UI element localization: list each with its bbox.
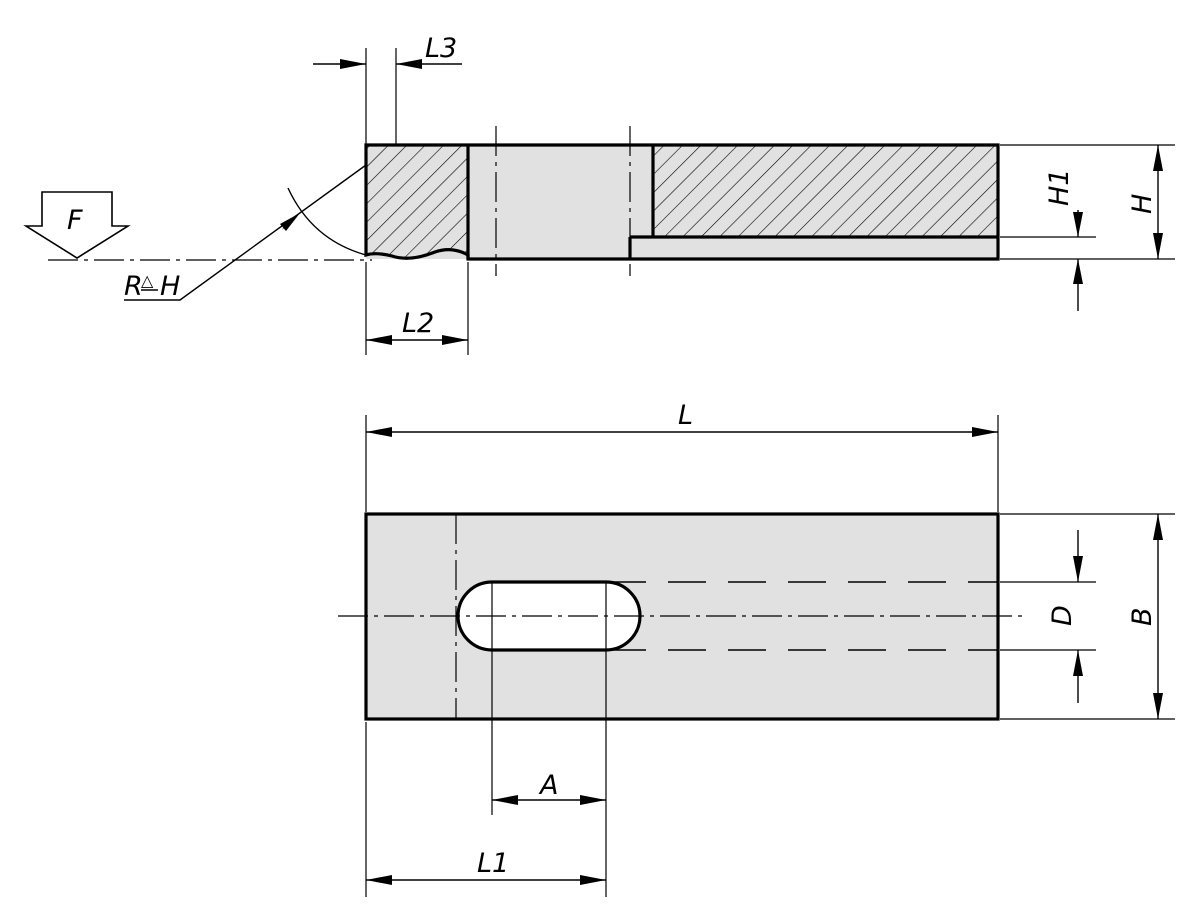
label-B: B — [1127, 607, 1158, 626]
L1-arrow-left — [366, 875, 392, 885]
side-outline — [364, 143, 1000, 261]
D-arrow-bottom — [1073, 650, 1083, 676]
label-A: A — [538, 770, 558, 801]
label-H1: H1 — [1044, 169, 1075, 206]
L-arrow-right — [972, 427, 998, 437]
label-L1: L1 — [477, 848, 509, 879]
L1-arrow-right — [580, 875, 606, 885]
B-arrow-top — [1153, 514, 1163, 540]
label-R-symbol: △ — [141, 271, 154, 290]
H-arrow-top — [1153, 145, 1163, 171]
B-arrow-bottom — [1153, 693, 1163, 719]
L3-arrow-right — [396, 59, 422, 69]
L-arrow-left — [366, 427, 392, 437]
left-hatch-section — [366, 145, 468, 259]
A-arrow-right — [580, 795, 606, 805]
L2-arrow-right — [442, 335, 468, 345]
L3-arrow-left — [340, 59, 366, 69]
L2-arrow-left — [366, 335, 392, 345]
H1-arrow-bottom — [1073, 259, 1083, 284]
A-arrow-left — [492, 795, 518, 805]
label-R-H: H — [160, 271, 180, 302]
label-D: D — [1047, 605, 1078, 626]
right-hatch-section — [653, 145, 998, 237]
radius-arrowhead — [280, 213, 300, 231]
H1-arrow-top — [1073, 212, 1083, 237]
label-F: F — [67, 205, 83, 236]
radius-leader — [124, 164, 367, 301]
label-L2: L2 — [402, 308, 434, 339]
side-section-view: F R △ H L3 L2 H1 H — [23, 33, 1175, 355]
label-R: R — [124, 271, 143, 302]
plan-view: L D B A — [338, 400, 1175, 897]
label-L3: L3 — [425, 33, 457, 64]
D-arrow-top — [1073, 556, 1083, 582]
force-arrow-icon — [23, 191, 131, 259]
H-arrow-bottom — [1153, 233, 1163, 259]
label-H: H — [1127, 194, 1158, 214]
radius-arc — [287, 187, 367, 256]
label-L: L — [678, 400, 693, 431]
